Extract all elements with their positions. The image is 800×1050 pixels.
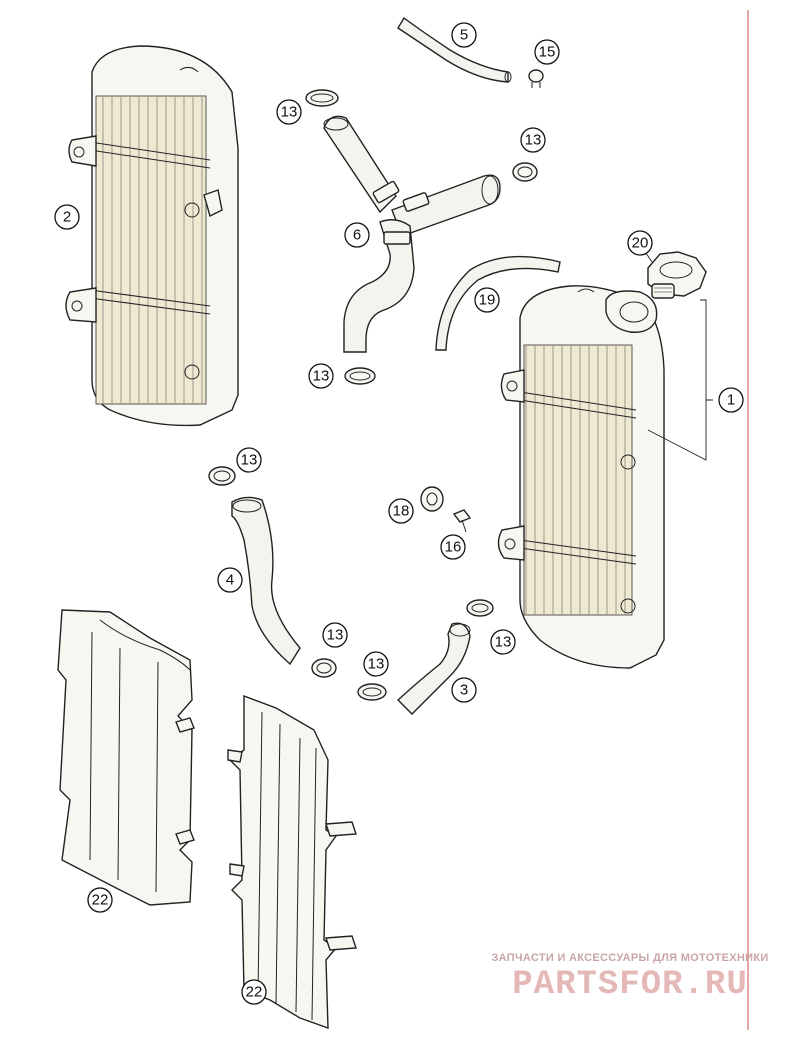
callout-4: 4 xyxy=(217,567,243,593)
svg-text:13: 13 xyxy=(368,656,385,673)
hose-clamp xyxy=(311,658,337,678)
vent-hose xyxy=(435,255,561,351)
svg-text:5: 5 xyxy=(460,27,468,44)
screw xyxy=(452,509,472,533)
callout-2: 2 xyxy=(54,204,80,230)
hose-clamp xyxy=(357,683,387,701)
svg-text:15: 15 xyxy=(539,44,556,61)
callout-13: 13 xyxy=(322,622,348,648)
svg-text:18: 18 xyxy=(393,503,410,520)
overflow-hose xyxy=(397,16,509,83)
callout-22: 22 xyxy=(87,887,113,913)
svg-text:6: 6 xyxy=(353,227,361,244)
svg-text:16: 16 xyxy=(445,539,462,556)
callout-13: 13 xyxy=(520,127,546,153)
svg-text:3: 3 xyxy=(460,682,468,699)
callout-6: 6 xyxy=(344,222,370,248)
svg-text:13: 13 xyxy=(495,634,512,651)
svg-text:13: 13 xyxy=(313,368,330,385)
callout-19: 19 xyxy=(474,287,500,313)
hose-clamp xyxy=(466,599,494,617)
hose-clamp xyxy=(208,466,236,486)
svg-text:19: 19 xyxy=(479,292,496,309)
svg-text:1: 1 xyxy=(727,392,735,409)
callout-13: 13 xyxy=(363,651,389,677)
callout-13: 13 xyxy=(276,99,302,125)
callout-16: 16 xyxy=(440,534,466,560)
watermark-tagline: ЗАПЧАСТИ И АКСЕССУАРЫ ДЛЯ МОТОТЕХНИКИ xyxy=(491,952,769,964)
svg-text:13: 13 xyxy=(327,627,344,644)
callout-13: 13 xyxy=(490,629,516,655)
rubber-grommet xyxy=(420,486,444,512)
left-radiator xyxy=(65,45,239,427)
watermark-logo: PARTSFOR.RU xyxy=(512,966,748,1004)
svg-text:13: 13 xyxy=(241,452,258,469)
hose-clamp xyxy=(305,89,339,107)
callout-20: 20 xyxy=(627,230,653,256)
lower-left-hose xyxy=(231,496,301,666)
hose-clamp xyxy=(512,162,538,182)
svg-text:13: 13 xyxy=(525,132,542,149)
lower-right-hose xyxy=(396,622,471,715)
left-radiator-shroud xyxy=(57,609,195,906)
callout-5: 5 xyxy=(451,22,477,48)
svg-text:2: 2 xyxy=(63,209,71,226)
callout-13: 13 xyxy=(308,363,334,389)
callout-15: 15 xyxy=(534,39,560,65)
small-hose-clip xyxy=(528,69,544,88)
callout-18: 18 xyxy=(388,498,414,524)
hose-clamp xyxy=(344,367,376,385)
callout-13: 13 xyxy=(236,447,262,473)
radiator-cap xyxy=(647,251,707,299)
y-hose xyxy=(323,115,501,353)
svg-text:20: 20 xyxy=(632,235,649,252)
right-radiator-shroud xyxy=(227,694,357,1030)
svg-text:22: 22 xyxy=(246,984,263,1001)
svg-text:13: 13 xyxy=(281,104,298,121)
right-radiator xyxy=(497,285,665,669)
svg-text:4: 4 xyxy=(226,572,234,589)
watermark: ЗАПЧАСТИ И АКСЕССУАРЫ ДЛЯ МОТОТЕХНИКИ PA… xyxy=(470,952,790,1004)
callout-1: 1 xyxy=(718,387,744,413)
svg-text:22: 22 xyxy=(92,892,109,909)
callout-22: 22 xyxy=(241,979,267,1005)
callout-3: 3 xyxy=(451,677,477,703)
